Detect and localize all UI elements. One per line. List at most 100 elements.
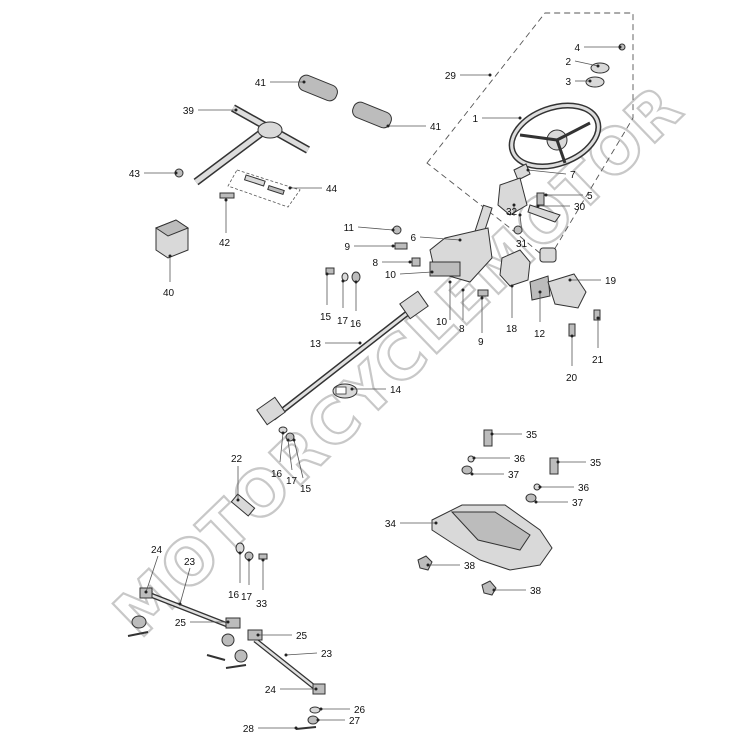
callout-26: 26 xyxy=(319,705,366,716)
callout-44: 44 xyxy=(288,184,338,195)
callout-16c: 16 xyxy=(228,551,242,601)
tilt-bushing xyxy=(539,247,557,263)
switch-housing xyxy=(547,273,587,309)
screw-21 xyxy=(593,309,601,321)
callout-15b: 15 xyxy=(292,438,312,495)
t-handle xyxy=(193,104,310,186)
callout-43-label: 43 xyxy=(129,169,141,180)
callout-3: 3 xyxy=(565,77,592,88)
callout-28-label: 28 xyxy=(243,724,255,735)
callout-6-label: 6 xyxy=(410,233,416,244)
pitman-bolt xyxy=(258,553,268,560)
callout-39: 39 xyxy=(183,106,238,117)
callout-36b-label: 36 xyxy=(578,483,590,494)
column-boot xyxy=(497,177,528,216)
callout-9a-label: 9 xyxy=(344,242,350,253)
callout-34-label: 34 xyxy=(385,519,397,530)
callout-11: 11 xyxy=(344,223,395,234)
column-clamp xyxy=(429,261,461,277)
callout-35a-label: 35 xyxy=(526,430,538,441)
callout-27: 27 xyxy=(316,716,361,727)
callout-9b: 9 xyxy=(478,296,484,348)
callout-38b-label: 38 xyxy=(530,586,542,597)
callout-17b: 17 xyxy=(286,438,298,487)
callout-18: 18 xyxy=(506,284,518,335)
callout-5-label: 5 xyxy=(587,191,593,202)
callout-7: 7 xyxy=(526,168,576,181)
mounting-bracket xyxy=(431,504,553,571)
callout-21-label: 21 xyxy=(592,355,604,366)
cotter-pin-b xyxy=(206,654,226,661)
callout-25b-label: 25 xyxy=(296,631,308,642)
bracket-nut-right xyxy=(525,493,537,503)
callout-37b: 37 xyxy=(534,498,584,509)
callout-38b: 38 xyxy=(492,586,542,597)
callout-15b-label: 15 xyxy=(300,484,312,495)
callout-2-label: 2 xyxy=(565,57,571,68)
callout-44-label: 44 xyxy=(326,184,338,195)
callout-19-label: 19 xyxy=(605,276,617,287)
callout-12-label: 12 xyxy=(534,329,546,340)
grip-right xyxy=(352,101,392,129)
callout-24b-label: 24 xyxy=(265,685,277,696)
screw-20 xyxy=(568,323,576,337)
callout-13-label: 13 xyxy=(310,339,322,350)
pin xyxy=(513,225,523,235)
callout-17c: 17 xyxy=(241,558,253,603)
lower-u-joint xyxy=(256,396,286,426)
callout-3-label: 3 xyxy=(565,77,571,88)
callout-31-label: 31 xyxy=(516,239,528,250)
bracket-nut-left xyxy=(461,465,473,475)
callout-35b: 35 xyxy=(556,458,602,469)
callout-15a-label: 15 xyxy=(320,312,332,323)
callout-8a-label: 8 xyxy=(372,258,378,269)
callout-11-label: 11 xyxy=(344,223,355,234)
callout-16c-label: 16 xyxy=(228,590,240,601)
callout-25a-label: 25 xyxy=(175,618,187,629)
clip xyxy=(527,204,561,223)
receiver-block xyxy=(154,219,190,259)
callout-4-label: 4 xyxy=(574,43,580,54)
callout-15a: 15 xyxy=(320,272,332,323)
grip-left xyxy=(298,74,338,102)
callout-20: 20 xyxy=(566,334,578,384)
callout-24a-label: 24 xyxy=(151,545,163,556)
callout-7-label: 7 xyxy=(570,170,576,181)
callout-39-label: 39 xyxy=(183,106,195,117)
callout-19: 19 xyxy=(568,276,617,287)
callout-8b-label: 8 xyxy=(459,324,465,335)
callout-43: 43 xyxy=(129,169,178,180)
washer xyxy=(585,76,605,88)
callout-30-label: 30 xyxy=(574,202,586,213)
callout-37a-label: 37 xyxy=(508,470,520,481)
handle-kit xyxy=(227,169,301,208)
callout-32: 32 xyxy=(506,203,518,218)
callout-16b: 16 xyxy=(271,431,285,480)
callout-10a-label: 10 xyxy=(385,270,397,281)
nut xyxy=(411,257,421,267)
callout-2: 2 xyxy=(565,57,600,68)
callout-42-label: 42 xyxy=(219,238,231,249)
callout-40: 40 xyxy=(163,254,175,299)
callout-36a-label: 36 xyxy=(514,454,526,465)
callout-1: 1 xyxy=(472,114,522,125)
callout-8a: 8 xyxy=(372,258,412,269)
callout-14-label: 14 xyxy=(390,385,402,396)
callout-32-label: 32 xyxy=(506,207,518,218)
callout-25a: 25 xyxy=(175,618,230,629)
callout-22-label: 22 xyxy=(231,454,243,465)
callout-31: 31 xyxy=(516,213,528,250)
cotter-pin-a xyxy=(127,631,149,637)
callout-18-label: 18 xyxy=(506,324,518,335)
callout-37b-label: 37 xyxy=(572,498,584,509)
steering-wheel-assembly-boundary xyxy=(426,12,634,261)
callout-28: 28 xyxy=(243,724,298,735)
callout-23b-label: 23 xyxy=(321,649,333,660)
callout-9b-label: 9 xyxy=(478,337,484,348)
steering-wheel xyxy=(508,102,602,170)
handle-bolt xyxy=(219,192,235,199)
bracket-mount-right xyxy=(481,580,497,596)
callout-36a: 36 xyxy=(472,454,526,465)
callout-21: 21 xyxy=(592,316,604,366)
